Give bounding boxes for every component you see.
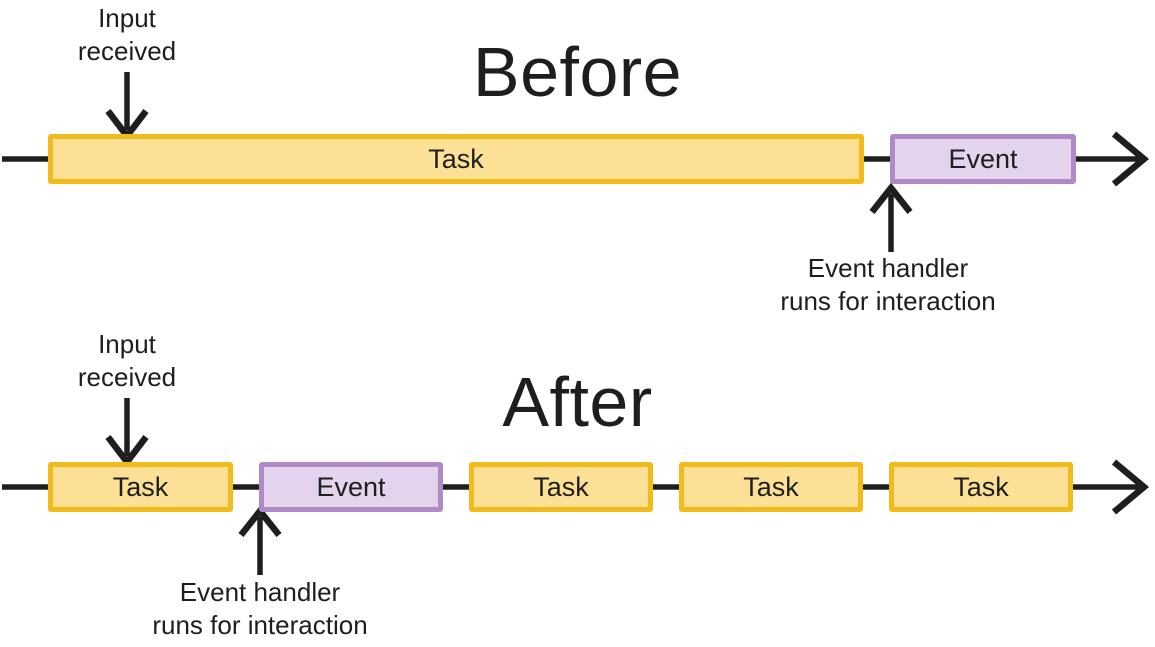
after-event-handler-label: Event handler runs for interaction [152, 577, 368, 640]
before-event-box: Event [890, 134, 1076, 184]
before-handler-arrow-up-icon [869, 182, 913, 215]
before-section-title: Before [472, 33, 683, 111]
before-task-bar: Task [48, 134, 864, 184]
after-task-box-2: Task [469, 462, 653, 512]
before-input-received-label: Input received [77, 3, 177, 66]
before-timeline-arrowhead-icon [1111, 131, 1150, 187]
after-task-box-3: Task [679, 462, 863, 512]
after-event-box: Event [259, 462, 443, 512]
after-task-box-1: Task [48, 462, 233, 512]
after-section-title: After [502, 363, 653, 441]
after-timeline-arrowhead-icon [1111, 459, 1150, 515]
before-event-handler-label: Event handler runs for interaction [780, 253, 996, 316]
after-task-box-4: Task [889, 462, 1073, 512]
after-input-received-label: Input received [77, 329, 177, 392]
